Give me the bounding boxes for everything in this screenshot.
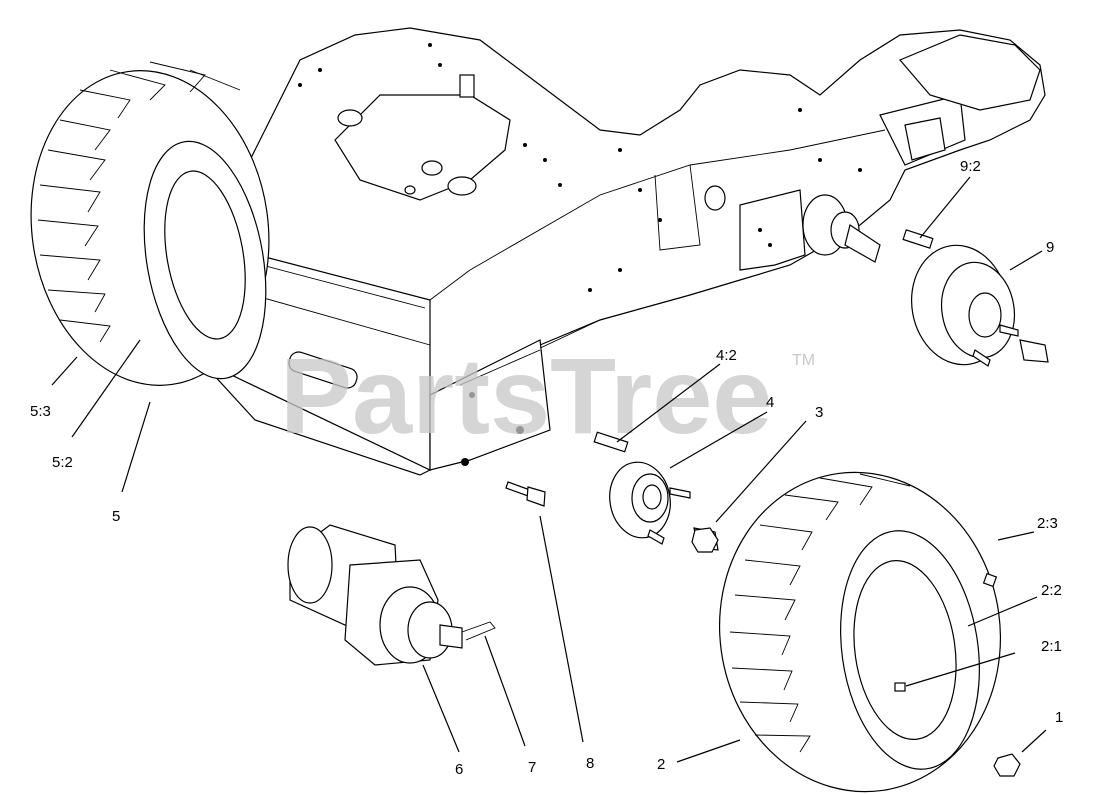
callout-6: 6	[455, 761, 463, 778]
callout-5: 5	[112, 508, 120, 525]
nut-3	[691, 527, 719, 553]
callout-7: 7	[528, 759, 536, 776]
callout-2: 2	[657, 756, 665, 773]
wheel-motor	[287, 524, 496, 666]
callout-5-3: 5:3	[30, 403, 51, 420]
callout-2-1: 2:1	[1041, 638, 1062, 655]
leader-lines	[51, 176, 1047, 763]
tire-left-rear	[30, 61, 270, 386]
hub-front-right	[902, 229, 1049, 367]
tire-right-front	[718, 471, 1002, 793]
callout-2-3: 2:3	[1037, 515, 1058, 532]
callout-5-2: 5:2	[52, 454, 73, 471]
nut-1	[993, 753, 1021, 777]
callout-2-2: 2:2	[1041, 582, 1062, 599]
chassis-frame	[199, 27, 1046, 476]
callout-9-2: 9:2	[960, 158, 981, 175]
watermark-trademark: TM	[792, 352, 815, 369]
callout-4-2: 4:2	[716, 347, 737, 364]
callout-1: 1	[1055, 709, 1063, 726]
callout-9: 9	[1046, 239, 1054, 256]
callout-3: 3	[815, 404, 823, 421]
bolt-8	[505, 481, 546, 507]
callout-4: 4	[766, 394, 774, 411]
callouts: 5:3 5:2 5 9:2 9 4:2 4 3 2:3 2:2 2:1 1 2 …	[30, 158, 1063, 778]
watermark-text: PartsTree	[280, 335, 772, 456]
callout-8: 8	[586, 755, 594, 772]
